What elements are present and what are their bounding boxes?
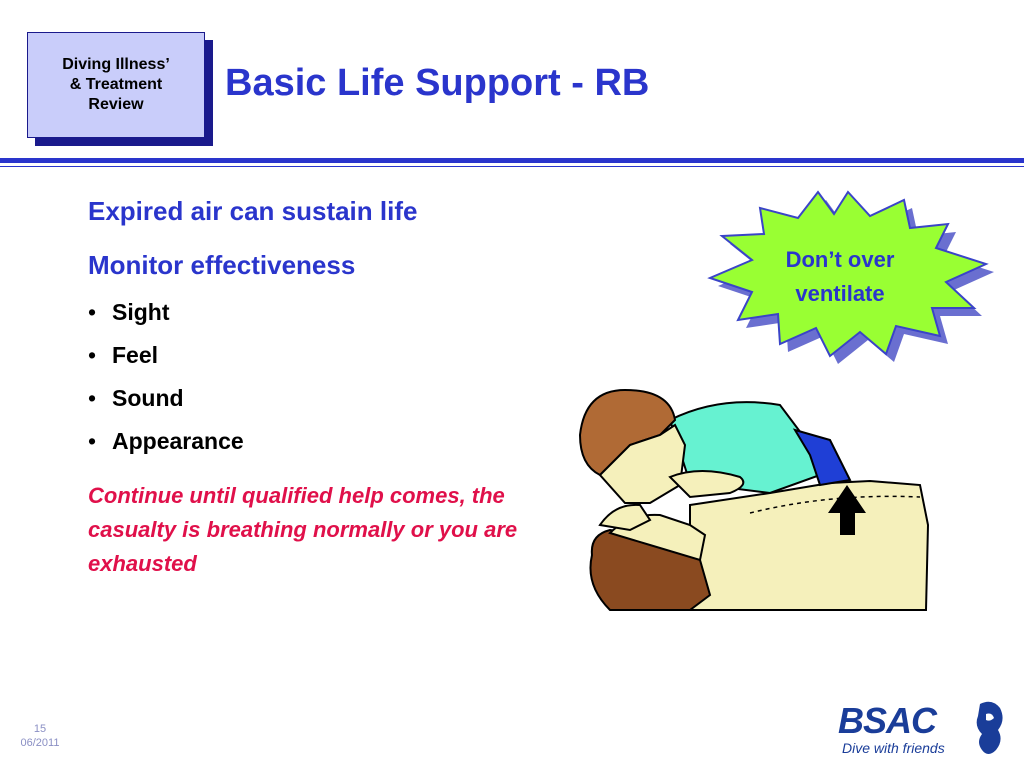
rescuer-pants [792, 428, 852, 487]
bullet-dot-icon: • [88, 385, 97, 411]
callout-line-1: Don’t over [785, 247, 895, 272]
badge-line-1: Diving Illness’ [62, 56, 170, 73]
heading-expired-air: Expired air can sustain life [88, 196, 418, 226]
neptune-head-icon [976, 701, 1003, 754]
section-badge: Diving Illness’ & Treatment Review [27, 32, 205, 138]
rescue-breathing-illustration [578, 388, 930, 611]
starburst-callout [707, 190, 994, 364]
slide-footer: 15 06/2011 [20, 722, 60, 750]
callout-text: Don’t over ventilate [760, 243, 920, 311]
casualty-body [689, 479, 930, 611]
bullet-dot-icon: • [88, 428, 97, 454]
rescuer-hand [668, 470, 745, 499]
bullet-item: •Sound [88, 382, 244, 425]
bullet-item: •Sight [88, 296, 244, 339]
callout-line-2: ventilate [795, 281, 885, 306]
logo-tagline: Dive with friends [842, 740, 945, 756]
rescuer-hand-nose [598, 503, 652, 532]
slide-date: 06/2011 [20, 737, 60, 749]
badge-line-3: Review [88, 96, 144, 113]
slide-number: 15 [33, 723, 47, 735]
title-divider [0, 158, 1024, 163]
bullet-item: •Appearance [88, 425, 244, 468]
rescuer-hair [578, 388, 677, 477]
chest-rise-arrow-icon [828, 485, 866, 535]
bullet-dot-icon: • [88, 299, 97, 325]
bullet-item: •Feel [88, 339, 244, 382]
rescuer-face [598, 423, 687, 504]
bullet-list: •Sight •Feel •Sound •Appearance [88, 296, 244, 468]
title-divider-thin [0, 166, 1024, 167]
bullet-dot-icon: • [88, 342, 97, 368]
starburst-shape [707, 190, 989, 358]
casualty-body-seam [749, 495, 921, 514]
badge-line-2: & Treatment [69, 76, 163, 93]
logo-wordmark: BSAC [838, 700, 937, 741]
casualty-hair [589, 528, 712, 611]
bsac-logo: BSAC Dive with friends [838, 700, 1008, 760]
slide-title: Basic Life Support - RB [225, 62, 650, 104]
heading-monitor: Monitor effectiveness [88, 250, 356, 280]
continue-note: Continue until qualified help comes, the… [88, 483, 518, 576]
